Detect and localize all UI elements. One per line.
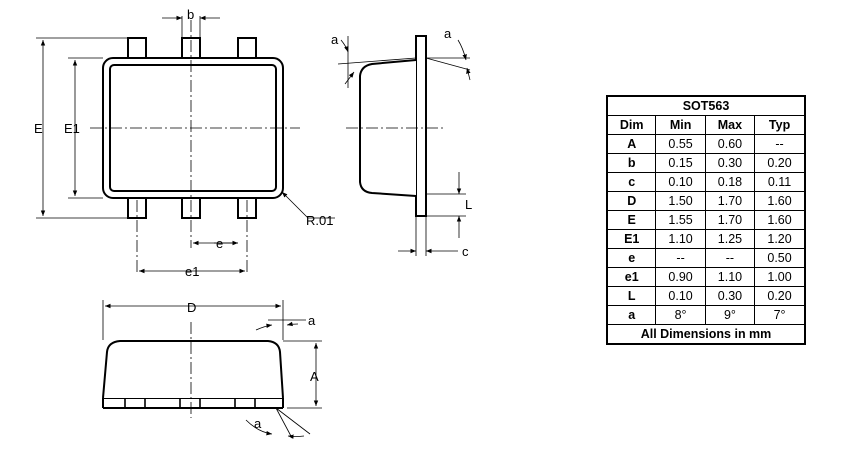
value-cell: 1.10: [655, 229, 706, 249]
label-D: D: [187, 300, 196, 315]
lead: [124, 397, 146, 409]
front-view: [102, 300, 322, 439]
value-cell: 1.55: [655, 210, 706, 230]
value-cell: 1.70: [704, 210, 756, 230]
value-cell: 0.90: [655, 267, 706, 287]
value-cell: 0.30: [704, 286, 756, 306]
dim-cell: E: [606, 210, 657, 230]
value-cell: 1.50: [655, 191, 706, 211]
value-cell: 0.20: [754, 286, 806, 306]
value-cell: 8°: [655, 305, 706, 325]
value-cell: --: [704, 248, 756, 268]
label-E1: E1: [64, 121, 80, 136]
dim-cell: a: [606, 305, 657, 325]
value-cell: 1.60: [754, 210, 806, 230]
front-body: [102, 340, 284, 399]
value-cell: 0.30: [704, 153, 756, 173]
dim-cell: L: [606, 286, 657, 306]
dim-cell: A: [606, 134, 657, 154]
top-view-labels: b E E1 e e1 R.01: [34, 7, 333, 279]
side-lead: [415, 35, 427, 217]
value-cell: 0.60: [704, 134, 756, 154]
dim-cell: b: [606, 153, 657, 173]
label-a: a: [444, 26, 452, 41]
value-cell: 0.11: [754, 172, 806, 192]
value-cell: 1.10: [704, 267, 756, 287]
label-a: a: [308, 313, 316, 328]
lead: [234, 397, 256, 409]
value-cell: 0.10: [655, 172, 706, 192]
value-cell: 1.70: [704, 191, 756, 211]
label-A: A: [310, 369, 319, 384]
label-a: a: [254, 416, 262, 431]
table-footer: All Dimensions in mm: [606, 324, 806, 345]
value-cell: --: [754, 134, 806, 154]
dim-cell: e: [606, 248, 657, 268]
value-cell: 9°: [704, 305, 756, 325]
value-cell: 0.15: [655, 153, 706, 173]
label-E: E: [34, 121, 43, 136]
column-header-max: Max: [704, 115, 756, 135]
side-view-labels: a a L c: [331, 26, 472, 259]
dim-cell: c: [606, 172, 657, 192]
value-cell: --: [655, 248, 706, 268]
dim-cell: E1: [606, 229, 657, 249]
value-cell: 1.25: [704, 229, 756, 249]
column-header-dim: Dim: [606, 115, 657, 135]
value-cell: 1.00: [754, 267, 806, 287]
column-header-typ: Typ: [754, 115, 806, 135]
value-cell: 1.20: [754, 229, 806, 249]
value-cell: 0.10: [655, 286, 706, 306]
value-cell: 1.60: [754, 191, 806, 211]
table-row: e----0.50: [606, 248, 806, 268]
value-cell: 7°: [754, 305, 806, 325]
column-header-min: Min: [655, 115, 706, 135]
front-view-labels: D a A a: [187, 300, 319, 431]
label-R: R.01: [306, 213, 333, 228]
side-view: [337, 35, 471, 256]
top-view: [36, 15, 335, 274]
value-cell: 0.55: [655, 134, 706, 154]
label-L: L: [465, 197, 472, 212]
label-b: b: [187, 7, 194, 22]
value-cell: 0.20: [754, 153, 806, 173]
lead: [179, 397, 201, 409]
label-c: c: [462, 244, 469, 259]
label-e1: e1: [185, 264, 199, 279]
table-title: SOT563: [606, 95, 806, 116]
dim-cell: e1: [606, 267, 657, 287]
label-a: a: [331, 32, 339, 47]
label-e: e: [216, 236, 223, 251]
value-cell: 0.18: [704, 172, 756, 192]
value-cell: 0.50: [754, 248, 806, 268]
dim-cell: D: [606, 191, 657, 211]
